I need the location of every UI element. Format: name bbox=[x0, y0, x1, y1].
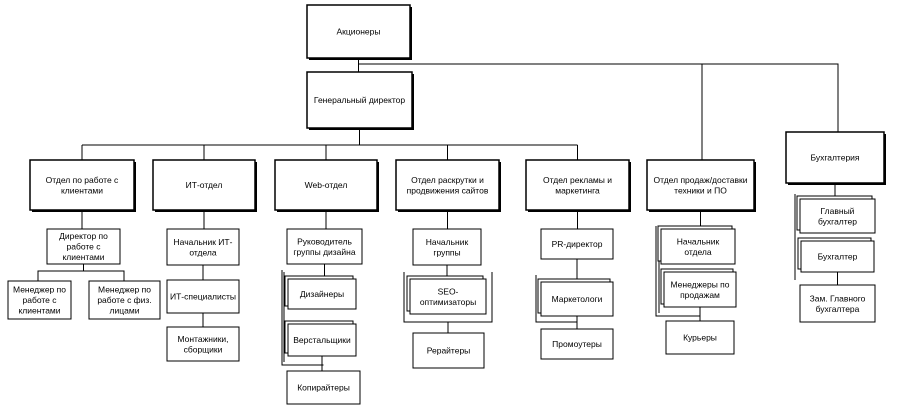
node-general-director: Генеральный директор bbox=[306, 71, 414, 130]
node-ads-dept-label: Отдел рекламы и bbox=[543, 175, 612, 185]
node-it-dept: ИТ-отдел bbox=[152, 159, 257, 212]
node-shareholders-label: Акционеры bbox=[337, 27, 381, 37]
connector-client-director-legal bbox=[37, 264, 84, 281]
node-sales-dept-label: техники и ПО bbox=[674, 185, 727, 195]
node-accounting: Бухгалтерия bbox=[785, 131, 886, 185]
node-client-director-label: клиентами bbox=[62, 252, 104, 262]
node-couriers: Курьеры bbox=[665, 320, 735, 355]
node-installers-label: сборщики bbox=[184, 344, 223, 354]
node-designers-label: Дизайнеры bbox=[300, 289, 344, 299]
node-promo-head-label: группы bbox=[433, 247, 460, 257]
node-client-manager-phys-label: работе с физ. bbox=[97, 295, 151, 305]
node-it-dept-label: ИТ-отдел bbox=[186, 180, 223, 190]
node-accounting-label: Бухгалтерия bbox=[810, 153, 859, 163]
node-pr-director: PR-директор bbox=[540, 228, 614, 260]
node-deputy-chief-accountant-label: бухгалтера bbox=[816, 304, 860, 314]
node-layout-designers: Верстальщики bbox=[284, 320, 357, 357]
node-promo-dept-label: Отдел раскрутки и bbox=[411, 175, 484, 185]
node-general-director-label: Генеральный директор bbox=[314, 95, 405, 105]
node-sales-head-label: Начальник bbox=[677, 236, 720, 246]
node-design-lead-label: Руководитель bbox=[297, 236, 352, 246]
node-client-director-label: работе с bbox=[67, 242, 102, 252]
node-accountant-label: Бухгалтер bbox=[818, 252, 858, 262]
node-designers: Дизайнеры bbox=[284, 275, 357, 310]
node-design-lead-label: группы дизайна bbox=[293, 247, 355, 257]
node-rewriters-label: Рерайтеры bbox=[427, 346, 471, 356]
node-seo-label: SEO- bbox=[438, 286, 459, 296]
node-client-manager-legal-label: Менеджер по bbox=[13, 285, 66, 295]
group-bracket-web bbox=[281, 270, 324, 366]
node-marketers-label: Маркетологи bbox=[552, 294, 603, 304]
node-it-specialists-label: ИТ-специалисты bbox=[170, 292, 236, 302]
node-installers: Монтажники,сборщики bbox=[166, 326, 240, 362]
node-copywriters: Копирайтеры bbox=[286, 370, 361, 405]
node-chief-accountant-label: бухгалтер bbox=[818, 216, 857, 226]
node-promoters-label: Промоутеры bbox=[552, 339, 602, 349]
connector-client-director-phys bbox=[83, 270, 125, 281]
node-promoters: Промоутеры bbox=[540, 328, 614, 360]
node-promo-head-label: Начальник bbox=[426, 237, 469, 247]
node-client-dept-label: клиентами bbox=[61, 185, 103, 195]
group-bracket-ads bbox=[535, 275, 577, 323]
group-bracket-sales bbox=[655, 226, 700, 317]
node-it-head: Начальник ИТ-отдела bbox=[166, 228, 240, 266]
node-it-head-label: Начальник ИТ- bbox=[174, 237, 233, 247]
node-chief-accountant-label: Главный bbox=[821, 206, 855, 216]
node-client-director-label: Директор по bbox=[59, 231, 108, 241]
node-sales-managers-label: Менеджеры по bbox=[670, 279, 729, 289]
node-copywriters-label: Копирайтеры bbox=[297, 383, 350, 393]
node-accountant: Бухгалтер bbox=[797, 237, 875, 273]
node-seo-label: оптимизаторы bbox=[420, 297, 476, 307]
node-web-dept-label: Web-отдел bbox=[305, 180, 348, 190]
node-deputy-chief-accountant-label: Зам. Главного bbox=[810, 293, 866, 303]
node-sales-head-label: отдела bbox=[684, 247, 712, 257]
node-client-manager-legal-label: клиентами bbox=[18, 306, 60, 316]
node-client-manager-phys-label: Менеджер по bbox=[98, 285, 151, 295]
node-client-manager-legal-label: работе с bbox=[23, 295, 58, 305]
node-layout-designers-label: Верстальщики bbox=[293, 335, 351, 345]
connector-shareholders-accounting bbox=[358, 63, 839, 132]
node-it-specialists: ИТ-специалисты bbox=[166, 279, 240, 314]
node-seo: SEO-оптимизаторы bbox=[406, 275, 487, 315]
node-couriers-label: Курьеры bbox=[683, 333, 717, 343]
node-rewriters: Рерайтеры bbox=[412, 332, 485, 369]
node-pr-director-label: PR-директор bbox=[552, 239, 603, 249]
node-promo-dept-label: продвижения сайтов bbox=[407, 185, 489, 195]
node-marketers: Маркетологи bbox=[537, 278, 614, 317]
node-it-head-label: отдела bbox=[189, 247, 217, 257]
node-web-dept: Web-отдел bbox=[274, 159, 379, 212]
node-shareholders: Акционеры bbox=[306, 4, 412, 60]
node-client-manager-phys-label: лицами bbox=[110, 306, 140, 316]
node-ads-dept-label: маркетинга bbox=[555, 185, 600, 195]
node-sales-dept-label: Отдел продаж/доставки bbox=[654, 175, 748, 185]
node-sales-managers-label: продажам bbox=[680, 290, 720, 300]
node-installers-label: Монтажники, bbox=[177, 334, 228, 344]
node-client-dept-label: Отдел по работе с bbox=[46, 175, 119, 185]
